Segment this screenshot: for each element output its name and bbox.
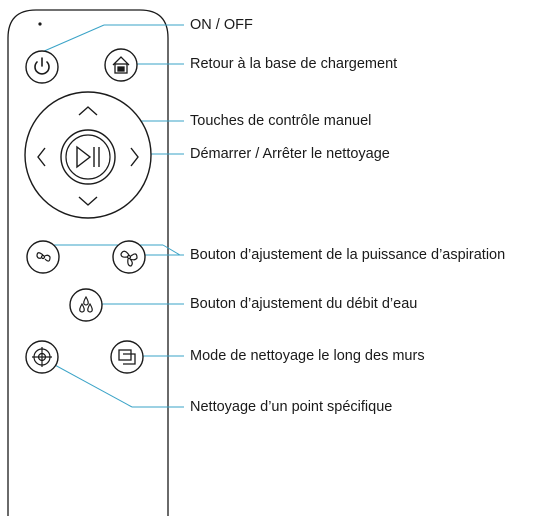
label-power: ON / OFF — [190, 17, 253, 33]
label-start: Démarrer / Arrêter le nettoyage — [190, 146, 390, 162]
arrow-right-icon[interactable] — [130, 147, 139, 167]
power-icon — [34, 57, 50, 75]
arrow-down-icon[interactable] — [78, 196, 98, 206]
label-water: Bouton d’ajustement du débit d’eau — [190, 296, 418, 312]
arrow-up-icon[interactable] — [78, 106, 98, 116]
start-stop-button[interactable] — [60, 129, 116, 185]
dock-button[interactable] — [104, 48, 138, 82]
suction-up-button[interactable] — [112, 240, 146, 274]
power-button[interactable] — [25, 50, 59, 84]
label-dock: Retour à la base de chargement — [190, 56, 398, 72]
water-drops-icon — [79, 295, 93, 313]
target-icon — [32, 347, 52, 367]
arrow-left-icon[interactable] — [37, 147, 46, 167]
spot-clean-button[interactable] — [25, 340, 59, 374]
wall-follow-icon — [118, 349, 136, 365]
label-suction: Bouton d’ajustement de la puissance d’as… — [190, 247, 506, 263]
edge-clean-button[interactable] — [110, 340, 144, 374]
leader-power — [41, 24, 105, 53]
label-edge: Mode de nettoyage le long des murs — [190, 348, 425, 364]
home-icon — [112, 56, 130, 74]
leader-spot — [41, 357, 133, 408]
label-manual: Touches de contrôle manuel — [190, 113, 372, 129]
water-flow-button[interactable] — [69, 288, 103, 322]
suction-down-button[interactable] — [26, 240, 60, 274]
fan-small-icon — [36, 252, 51, 262]
label-spot: Nettoyage d’un point spécifique — [190, 399, 393, 415]
status-led — [38, 22, 42, 26]
fan-large-icon — [120, 250, 138, 267]
leader-suction-b — [162, 244, 181, 256]
play-pause-icon — [76, 145, 100, 169]
